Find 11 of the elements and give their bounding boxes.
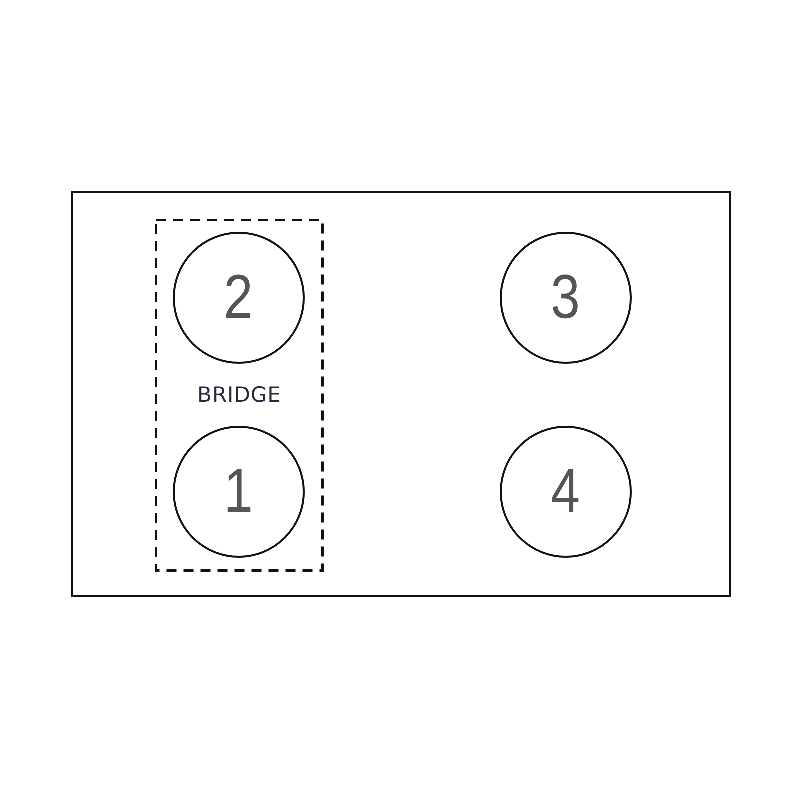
bridge-zone-outline — [155, 219, 324, 572]
burner-circle — [500, 426, 632, 558]
burner-circle — [173, 232, 305, 364]
burner-circle — [173, 426, 305, 558]
burner-circle — [500, 232, 632, 364]
zone-label: BRIDGE — [196, 383, 282, 407]
cooktop-panel — [71, 191, 731, 597]
burner-number: 2 — [222, 262, 254, 334]
burner-number: 4 — [550, 456, 582, 528]
burner-number: 1 — [222, 456, 254, 528]
burner-number: 3 — [550, 262, 582, 334]
